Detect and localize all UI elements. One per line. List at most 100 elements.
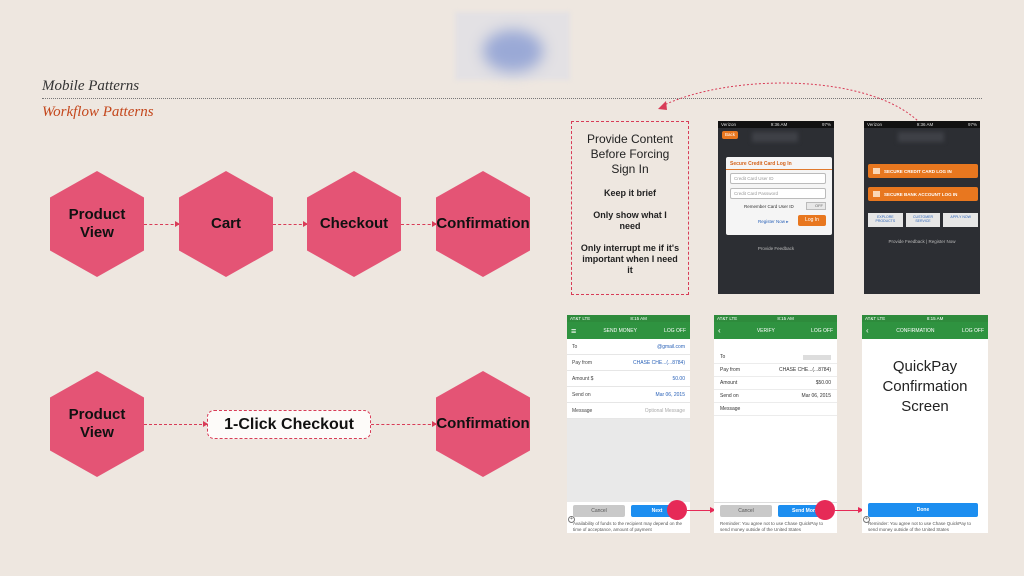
amount-row[interactable]: Amount $ 50.00 bbox=[567, 371, 690, 387]
carrier-label: AT&T LTE bbox=[717, 316, 738, 321]
row-value: CHASE CHE...(...8784) bbox=[779, 367, 831, 373]
blurred-logo bbox=[752, 132, 798, 142]
flow-connector bbox=[401, 221, 437, 227]
customer-service-tab[interactable]: CUSTOMER SERVICE bbox=[905, 213, 941, 227]
status-bar: AT&T LTE 8:15 AM bbox=[714, 315, 837, 322]
notes-point: Only interrupt me if it's important when… bbox=[580, 243, 680, 275]
hex-label: Cart bbox=[210, 215, 241, 232]
divider bbox=[42, 98, 982, 99]
status-bar: AT&T LTE 8:15 AM bbox=[862, 315, 988, 322]
register-link[interactable]: Register Now ▸ bbox=[758, 219, 789, 224]
password-field[interactable]: Credit Card Password bbox=[730, 188, 826, 199]
row-value: Optional Message bbox=[644, 407, 685, 414]
footer-note: Availability of funds to the recipient m… bbox=[573, 521, 682, 532]
feedback-link[interactable]: Provide Feedback bbox=[757, 246, 795, 251]
done-button[interactable]: Done bbox=[868, 503, 978, 517]
redacted-value bbox=[803, 354, 831, 360]
logoff-link[interactable]: LOG OFF bbox=[811, 327, 833, 334]
bank-login-button[interactable]: SECURE BANK ACCOUNT LOG IN bbox=[868, 187, 978, 201]
menu-screen: Verizon 9:36 AM 97% SECURE CREDIT CARD LOG… bbox=[864, 121, 980, 294]
back-chevron-icon[interactable]: ‹ bbox=[866, 326, 869, 335]
curved-arrow-icon bbox=[658, 82, 921, 124]
battery-label: 97% bbox=[821, 122, 831, 127]
row-value: Mar 06, 2015 bbox=[655, 391, 685, 398]
logoff-link[interactable]: LOG OFF bbox=[962, 327, 984, 334]
nav-title: SEND MONEY bbox=[603, 327, 637, 334]
time-label: 8:15 AM bbox=[926, 316, 944, 321]
confirmation-placeholder: QuickPay Confirmation Screen bbox=[882, 358, 968, 415]
section-title: Mobile Patterns bbox=[42, 78, 140, 94]
footer-links[interactable]: Provide Feedback | Register Now bbox=[888, 239, 956, 244]
row-label: Send on bbox=[572, 391, 591, 398]
flow-connector bbox=[273, 221, 308, 227]
remember-toggle[interactable]: OFF bbox=[806, 202, 826, 210]
time-label: 9:36 AM bbox=[770, 122, 788, 127]
login-screen: Verizon 9:36 AM 97% Back Secure Credit Car… bbox=[718, 121, 834, 294]
message-row: Message bbox=[714, 403, 837, 416]
status-bar: AT&T LTE 8:15 AM bbox=[567, 315, 690, 322]
hamburger-icon[interactable]: ≡ bbox=[571, 325, 577, 336]
hex-label: Product View bbox=[68, 206, 126, 241]
plus-icon[interactable]: + bbox=[863, 516, 870, 523]
arrow-icon bbox=[687, 507, 716, 513]
cancel-button[interactable]: Cancel bbox=[720, 505, 772, 517]
nav-title: CONFIRMATION bbox=[896, 327, 935, 334]
section-subtitle: Workflow Patterns bbox=[42, 104, 154, 120]
footer-note: Reminder: You agree not to use Chase Qui… bbox=[720, 521, 824, 532]
carrier-label: Verizon bbox=[721, 122, 737, 127]
confirmation-screen: AT&T LTE 8:15 AM ‹ CONFIRMATION LOG OFF Q… bbox=[862, 315, 988, 533]
footer-note: Reminder: You agree not to use Chase Qui… bbox=[868, 521, 972, 532]
apply-now-tab[interactable]: APPLY NOW bbox=[943, 213, 979, 227]
notes-box: Provide Content Before Forcing Sign In K… bbox=[571, 121, 689, 295]
hex-confirmation: Confirmation bbox=[436, 171, 530, 277]
one-click-checkout-box: 1-Click Checkout bbox=[207, 410, 371, 439]
back-button[interactable]: Back bbox=[722, 131, 738, 139]
plus-icon[interactable]: + bbox=[568, 516, 575, 523]
hex-cart: Cart bbox=[179, 171, 273, 277]
arrow-icon bbox=[835, 507, 864, 513]
amount-row: Amount $50.00 bbox=[714, 377, 837, 390]
time-label: 8:15 AM bbox=[630, 316, 647, 321]
explore-tab[interactable]: EXPLORE PRODUCTS bbox=[868, 213, 903, 227]
credit-card-login-button[interactable]: SECURE CREDIT CARD LOG IN bbox=[868, 164, 978, 178]
login-card: Secure Credit Card Log In Credit Card Us… bbox=[726, 157, 832, 235]
back-chevron-icon[interactable]: ‹ bbox=[718, 326, 721, 335]
row-label: Pay from bbox=[720, 367, 741, 373]
status-bar: Verizon 9:36 AM 97% bbox=[864, 121, 980, 128]
hex-label: Confirmation bbox=[436, 415, 530, 432]
row-label: Amount $ bbox=[572, 375, 594, 382]
row-label: Message bbox=[572, 407, 593, 414]
notes-point: Only show what I need bbox=[593, 210, 667, 231]
flow-connector bbox=[144, 221, 180, 227]
button-label: SECURE CREDIT CARD LOG IN bbox=[884, 168, 952, 174]
cancel-button[interactable]: Cancel bbox=[573, 505, 625, 517]
row-label: To bbox=[720, 354, 726, 360]
user-id-field[interactable]: Credit Card User ID bbox=[730, 173, 826, 184]
pay-from-row: Pay from CHASE CHE...(...8784) bbox=[714, 364, 837, 377]
row-value: 50.00 bbox=[672, 375, 685, 382]
login-button[interactable]: Log In bbox=[798, 215, 826, 226]
flow-connector bbox=[371, 421, 437, 427]
time-label: 9:36 AM bbox=[916, 122, 934, 127]
flow-connector bbox=[144, 421, 208, 427]
send-on-row[interactable]: Send on Mar 06, 2015 bbox=[567, 387, 690, 403]
row-label: To bbox=[572, 343, 578, 350]
time-label: 8:15 AM bbox=[777, 316, 794, 321]
row-value: CHASE CHE...(...8784) bbox=[633, 359, 685, 366]
to-row[interactable]: To@gmail.com bbox=[567, 339, 690, 355]
battery-label: 97% bbox=[967, 122, 977, 127]
logoff-link[interactable]: LOG OFF bbox=[664, 327, 686, 334]
message-row[interactable]: Message Optional Message bbox=[567, 403, 690, 419]
row-label: Send on bbox=[720, 393, 739, 399]
hex-label: Checkout bbox=[319, 215, 389, 232]
hex-product-view: Product View bbox=[50, 171, 144, 277]
card-title: Secure Credit Card Log In bbox=[730, 161, 792, 167]
row-label: Amount bbox=[720, 380, 738, 386]
blurred-logo bbox=[898, 132, 944, 142]
row-value: $50.00 bbox=[815, 380, 831, 386]
carrier-label: Verizon bbox=[867, 122, 883, 127]
carrier-label: AT&T LTE bbox=[570, 316, 591, 321]
tap-indicator bbox=[815, 500, 835, 520]
carrier-label: AT&T LTE bbox=[865, 316, 886, 321]
